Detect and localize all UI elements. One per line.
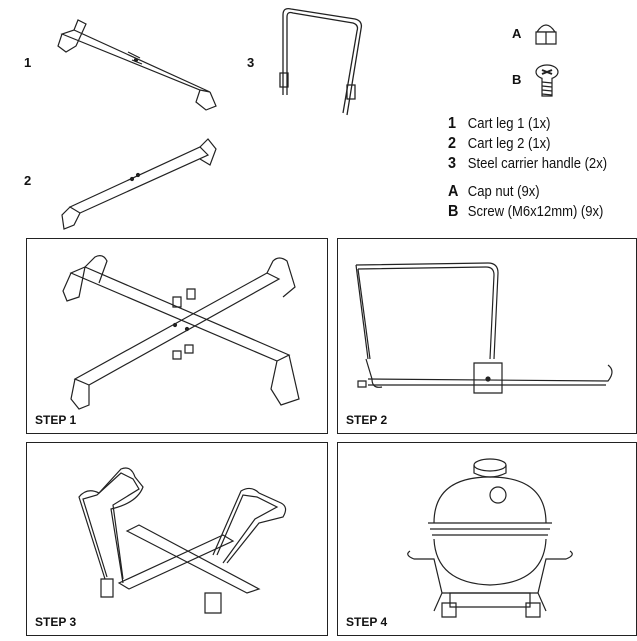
screw-icon xyxy=(534,62,560,98)
legend-key: B xyxy=(448,203,459,220)
legend-row: 1 Cart leg 1 (1x) xyxy=(448,114,607,134)
legend-key: A xyxy=(448,183,459,200)
legend-text: Cap nut (9x) xyxy=(467,184,540,200)
legend-key: 1 xyxy=(448,115,457,132)
part-number-3: 3 xyxy=(247,55,255,70)
legend-text: Steel carrier handle (2x) xyxy=(467,156,608,172)
cart-leg-2-illustration xyxy=(50,135,220,235)
step-3-panel: STEP 3 xyxy=(26,442,328,636)
step-4-label: STEP 4 xyxy=(346,615,388,629)
legend-row: 2 Cart leg 2 (1x) xyxy=(448,134,607,154)
cap-nut-icon xyxy=(533,20,559,48)
step-2-label: STEP 2 xyxy=(346,413,388,427)
step-1-label: STEP 1 xyxy=(35,413,77,427)
legend-row: 3 Steel carrier handle (2x) xyxy=(448,154,607,174)
hardware-a-label: A xyxy=(512,26,522,41)
step-2-panel: STEP 2 xyxy=(337,238,637,434)
part-number-1: 1 xyxy=(24,55,32,70)
step-2-assembly-illustration xyxy=(338,239,637,433)
step-4-panel: STEP 4 xyxy=(337,442,637,636)
step-1-assembly-illustration xyxy=(27,239,327,433)
legend-text: Screw (M6x12mm) (9x) xyxy=(467,204,604,220)
legend-key: 2 xyxy=(448,135,457,152)
legend-row: B Screw (M6x12mm) (9x) xyxy=(448,202,607,222)
legend-text: Cart leg 2 (1x) xyxy=(467,136,551,152)
legend-text: Cart leg 1 (1x) xyxy=(467,116,551,132)
carrier-handle-illustration xyxy=(275,5,375,125)
legend-row: A Cap nut (9x) xyxy=(448,182,607,202)
parts-legend: 1 Cart leg 1 (1x) 2 Cart leg 2 (1x) 3 Steel… xyxy=(448,114,607,222)
step-1-panel: STEP 1 xyxy=(26,238,328,434)
step-4-grill-on-cart-illustration xyxy=(338,443,637,635)
step-3-label: STEP 3 xyxy=(35,615,77,629)
part-number-2: 2 xyxy=(24,173,32,188)
cart-leg-1-illustration xyxy=(50,12,220,112)
hardware-b-label: B xyxy=(512,72,522,87)
step-3-assembly-illustration xyxy=(27,443,327,635)
legend-key: 3 xyxy=(448,155,457,172)
